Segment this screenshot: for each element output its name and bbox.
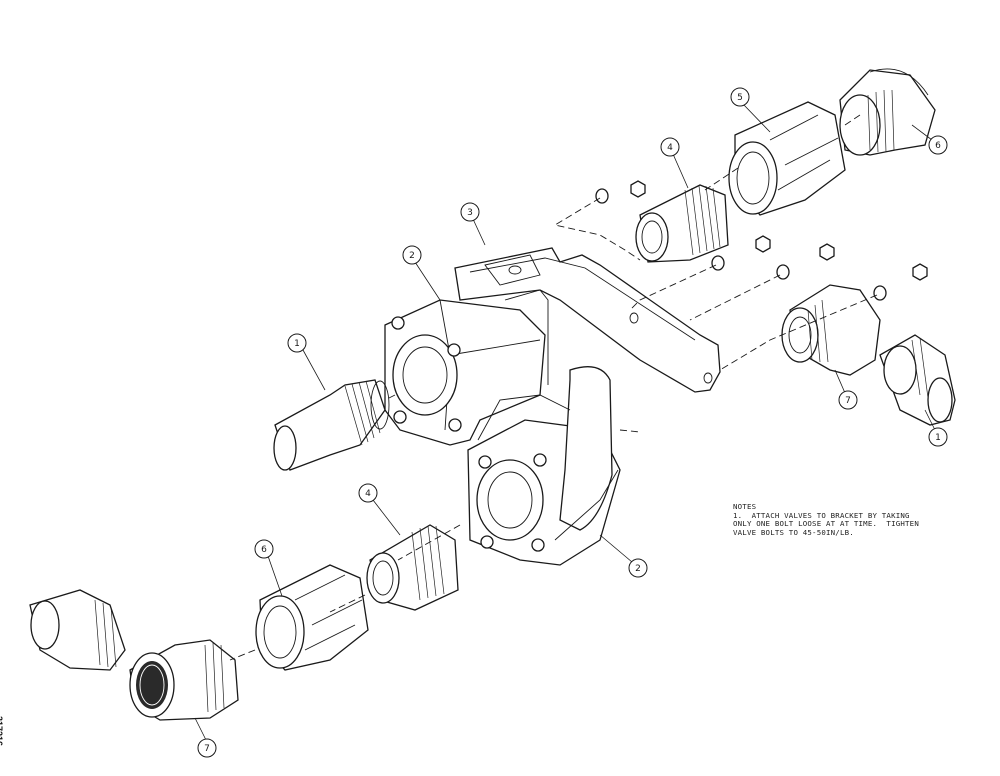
callout-6-bottom-label: 6 [261,545,267,555]
callout-3-label: 3 [467,208,473,218]
callout-6-top-label: 6 [935,141,941,151]
drawing-number: 317216 [0,716,4,747]
elbow-top-right [839,68,936,156]
callout-5-upper-label: 5 [737,93,743,103]
lower-valve-body [467,366,621,566]
callout-7-right [838,390,858,410]
callout-2-upper [402,245,422,265]
hose-barb-bottom-left [29,589,126,671]
callout-1-right-label: 1 [935,433,941,443]
callout-7-right-label: 7 [845,396,851,406]
hose-barb-right [879,334,956,426]
elbow-bottom-left [129,639,239,721]
callouts: 1 1 2 2 3 4 4 5 6 6 7 7 [194,87,948,758]
elbow-right [781,284,881,376]
callout-3 [460,202,480,222]
mounting-bracket [454,247,721,393]
callout-4-lower [358,483,378,503]
callout-6-top [928,135,948,155]
assembly-notes: NOTES 1. ATTACH VALVES TO BRACKET BY TAK… [733,502,919,537]
callout-1-left-label: 1 [294,339,300,349]
nipple-bottom [366,524,459,611]
callout-5-upper [730,87,750,107]
callout-4-upper [660,137,680,157]
notes-line-1: 1. ATTACH VALVES TO BRACKET BY TAKING [733,510,910,520]
callout-1-left [287,333,307,353]
callout-1-right [928,427,948,447]
callout-2-upper-label: 2 [409,251,415,261]
notes-line-3: VALVE BOLTS TO 45-50IN/LB. [733,527,854,537]
notes-heading: NOTES [733,502,757,511]
upper-valve-body [384,289,549,446]
callout-4-lower-label: 4 [365,489,371,499]
nipple-top [635,184,729,263]
bolt-nuts-and-washers [229,114,928,661]
callout-2-lower [628,558,648,578]
coupling-nut-top [728,101,846,216]
callout-7-bottom [197,738,217,758]
hose-barb-left [273,379,390,471]
notes-line-2: ONLY ONE BOLT LOOSE AT AT TIME. TIGHTEN [733,519,919,529]
callout-7-bottom-label: 7 [204,744,210,754]
coupling-nut-bottom [255,564,369,671]
callout-2-lower-label: 2 [635,564,641,574]
callout-6-bottom [254,539,274,559]
callout-4-upper-label: 4 [667,143,673,153]
